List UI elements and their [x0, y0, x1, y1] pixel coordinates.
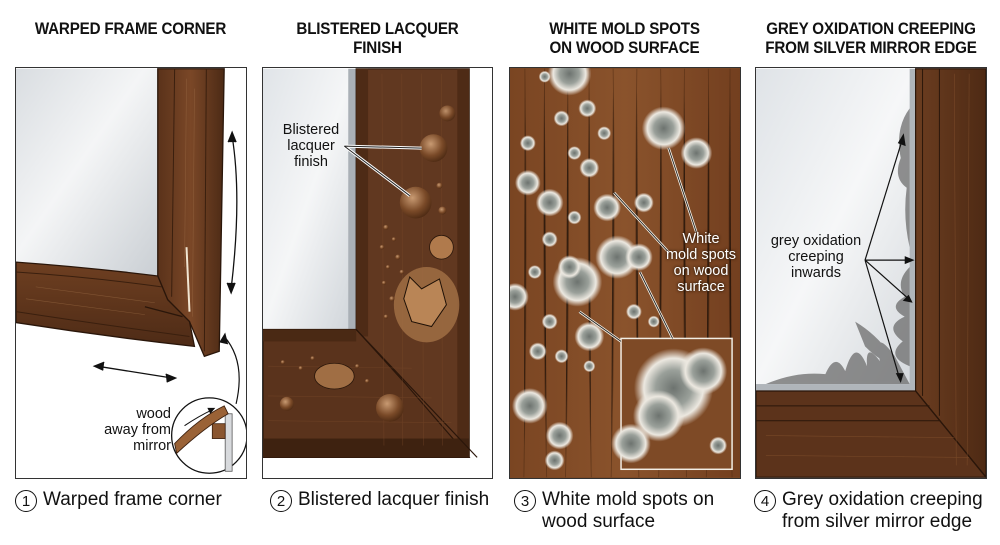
caption-text: Grey oxidation creeping from silver mirr… [782, 489, 983, 532]
mold-callout-label: White mold spots on wood surface [665, 231, 737, 295]
panel-3-title: WHITE MOLD SPOTS ON WOOD SURFACE [549, 20, 700, 57]
caption-number-badge: 4 [754, 490, 776, 512]
horizontal-warp-arrow [92, 361, 178, 383]
inset-detail-circle [171, 397, 246, 474]
panel-1-title: WARPED FRAME CORNER [34, 20, 227, 38]
panel-1-caption: 1 Warped frame corner [15, 489, 222, 512]
blistered-callout-label: Blistered lacquer finish [282, 122, 340, 170]
grey-oxidation-illustration [756, 68, 986, 478]
inset-label: wood away from mirror [104, 406, 171, 454]
blisters [279, 105, 460, 422]
white-mold-illustration [510, 68, 740, 478]
panel-warped-frame: wood away from mirror [15, 67, 247, 479]
blistered-lacquer-illustration [263, 68, 492, 478]
panel-blistered-lacquer: Blistered lacquer finish [262, 67, 493, 479]
caption-text: White mold spots on wood surface [542, 489, 715, 532]
caption-text: Blistered lacquer finish [298, 489, 490, 510]
oxidation-arrows [864, 137, 912, 380]
panel-4-title: GREY OXIDATION CREEPING FROM SILVER MIRR… [765, 20, 977, 57]
mold-spots [510, 68, 713, 471]
oxidation-callout-label: grey oxidation creeping inwards [770, 233, 862, 281]
caption-text: Warped frame corner [43, 489, 222, 510]
panel-white-mold: White mold spots on wood surface [509, 67, 741, 479]
caption-number-badge: 1 [15, 490, 37, 512]
caption-number-badge: 2 [270, 490, 292, 512]
panel-2-caption: 2 Blistered lacquer finish [270, 489, 489, 512]
panel-grey-oxidation: grey oxidation creeping inwards [755, 67, 987, 479]
warped-frame-illustration [16, 68, 246, 474]
panel-2-title: BLISTERED LACQUER FINISH [296, 20, 459, 57]
panel-3-caption: 3 White mold spots on wood surface [514, 489, 714, 533]
panel-4-caption: 4 Grey oxidation creeping from silver mi… [754, 489, 983, 533]
mirror-glass [16, 68, 160, 276]
caption-number-badge: 3 [514, 490, 536, 512]
vertical-warp-arrow [226, 130, 238, 295]
mold-zoom-inset [611, 337, 733, 471]
